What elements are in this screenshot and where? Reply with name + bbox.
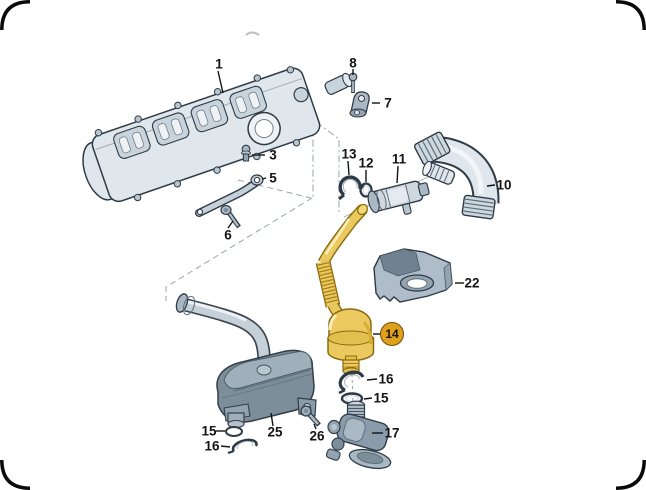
part-label-12: 12 xyxy=(358,155,374,171)
part-oil-separator-highlighted xyxy=(315,203,375,375)
part-label-26: 26 xyxy=(309,428,325,444)
part-label-16-left: 16 xyxy=(204,438,220,454)
part-label-17: 17 xyxy=(384,425,400,441)
part-label-14-highlight: 14 xyxy=(380,322,404,346)
part-label-15-left: 15 xyxy=(201,423,217,439)
part-seal-ring-12 xyxy=(359,182,373,198)
part-vent-valve-11 xyxy=(367,180,430,215)
hose-nipple xyxy=(422,160,456,185)
part-o-ring-left xyxy=(225,426,243,437)
part-valve-cover xyxy=(82,66,353,203)
part-label-13: 13 xyxy=(341,146,357,162)
part-retaining-clip-left xyxy=(227,438,258,455)
part-pressure-control-valve xyxy=(325,400,392,470)
smudge-mark xyxy=(245,31,260,36)
part-bolt-6 xyxy=(220,204,241,229)
part-retaining-clip-right xyxy=(338,370,365,395)
part-label-10: 10 xyxy=(496,177,512,193)
part-breather-fitting xyxy=(240,144,251,162)
label-leader-lines xyxy=(216,69,496,448)
part-label-15-right: 15 xyxy=(373,390,389,406)
part-air-duct-hose xyxy=(413,131,500,220)
part-reservoir xyxy=(175,293,317,429)
part-label-22: 22 xyxy=(464,275,480,291)
part-support-strap xyxy=(195,174,264,217)
hose-corrugation xyxy=(316,261,340,304)
part-label-6: 6 xyxy=(224,227,232,243)
part-label-5: 5 xyxy=(269,170,277,186)
part-retaining-bracket xyxy=(349,91,370,118)
part-bolt-26 xyxy=(300,405,321,427)
part-label-25: 25 xyxy=(267,424,283,440)
part-label-3: 3 xyxy=(269,147,277,163)
part-label-11: 11 xyxy=(391,151,407,167)
part-protective-cover xyxy=(373,248,453,303)
part-bolt-8 xyxy=(348,72,358,93)
part-label-1: 1 xyxy=(215,56,223,72)
part-label-7: 7 xyxy=(384,95,392,111)
part-label-16-right: 16 xyxy=(378,371,394,387)
part-label-8: 8 xyxy=(349,55,357,71)
